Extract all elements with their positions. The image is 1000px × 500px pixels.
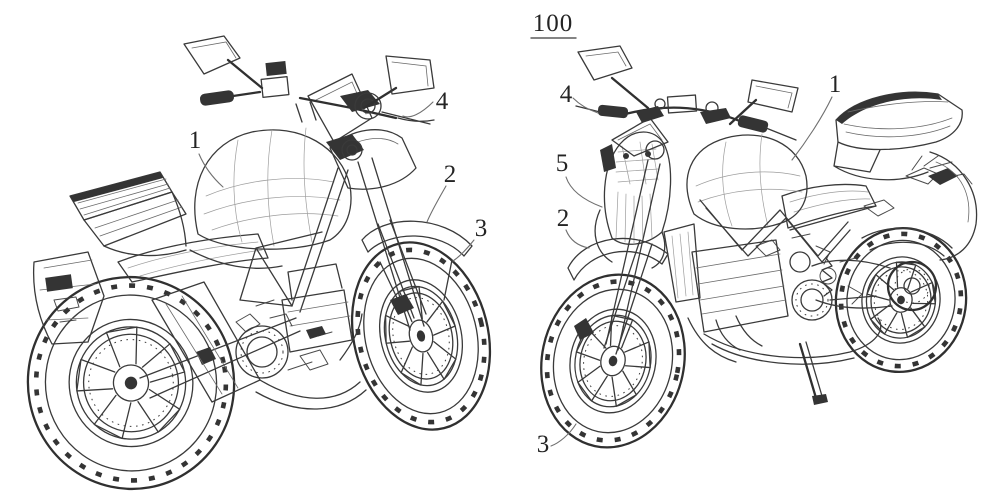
leader-line-right-3 bbox=[550, 423, 577, 447]
leader-line-right-1 bbox=[791, 96, 833, 161]
left-figure-rear-fender bbox=[32, 251, 105, 345]
right-figure-engine bbox=[691, 199, 895, 333]
ref-label-right-2: 2 bbox=[557, 205, 570, 232]
right-figure-radiator bbox=[663, 223, 701, 303]
left-figure-tail-rack bbox=[69, 171, 187, 257]
ref-label-right-5: 5 bbox=[556, 150, 569, 177]
ref-label-right-1: 1 bbox=[829, 71, 842, 98]
leader-line-left-2 bbox=[426, 185, 447, 223]
right-figure-front-fork bbox=[567, 159, 669, 355]
left-figure-rear-wheel bbox=[11, 261, 251, 500]
left-figure-handlebar bbox=[199, 60, 435, 125]
left-figure-frame bbox=[239, 167, 349, 313]
left-figure-fuel-tank bbox=[194, 127, 352, 250]
right-figure-motorcycle: 100 4 5 2 1 3 bbox=[525, 10, 978, 461]
figure-number-label: 100 bbox=[533, 10, 574, 37]
right-figure-left-mirror bbox=[577, 45, 650, 110]
leader-line-right-5 bbox=[565, 176, 603, 208]
left-figure-steering-head bbox=[326, 134, 364, 161]
leader-line-left-3 bbox=[452, 239, 475, 262]
right-figure-kickstand bbox=[798, 341, 828, 405]
right-figure-fuel-tank bbox=[686, 133, 808, 230]
right-figure-exhaust bbox=[687, 315, 882, 365]
left-figure-motorcycle: 1 4 2 3 bbox=[11, 35, 509, 500]
right-figure-frame bbox=[699, 199, 877, 301]
left-figure-exhaust bbox=[151, 281, 367, 410]
right-figure-sprocket-chain bbox=[811, 259, 938, 312]
leader-line-left-4 bbox=[402, 101, 434, 118]
ref-label-left-3: 3 bbox=[475, 215, 488, 242]
ref-label-left-4: 4 bbox=[436, 88, 449, 115]
left-figure-front-fork bbox=[357, 157, 473, 331]
ref-label-left-2: 2 bbox=[444, 161, 457, 188]
ref-label-right-3: 3 bbox=[537, 431, 550, 458]
left-figure-engine bbox=[196, 263, 353, 379]
right-figure-rear-fender bbox=[861, 151, 978, 261]
ref-label-left-1: 1 bbox=[189, 127, 202, 154]
leader-line-right-4 bbox=[572, 97, 599, 114]
right-figure-annotations: 100 4 5 2 1 3 bbox=[530, 10, 842, 458]
left-figure-right-mirror bbox=[362, 55, 435, 110]
leader-line-left-1 bbox=[198, 153, 224, 188]
left-figure-seat bbox=[117, 233, 283, 283]
leader-line-right-2 bbox=[565, 229, 590, 249]
left-figure-front-wheel bbox=[333, 228, 509, 445]
right-figure-rear-wheel bbox=[827, 220, 976, 381]
left-figure-swingarm bbox=[139, 317, 301, 399]
right-figure-handlebar bbox=[575, 94, 797, 160]
left-figure-left-mirror bbox=[183, 35, 264, 90]
right-figure-tail-rack bbox=[833, 91, 963, 181]
right-figure-windscreen bbox=[611, 117, 669, 157]
ref-label-right-4: 4 bbox=[560, 81, 573, 108]
left-figure-annotations: 1 4 2 3 bbox=[189, 88, 488, 262]
